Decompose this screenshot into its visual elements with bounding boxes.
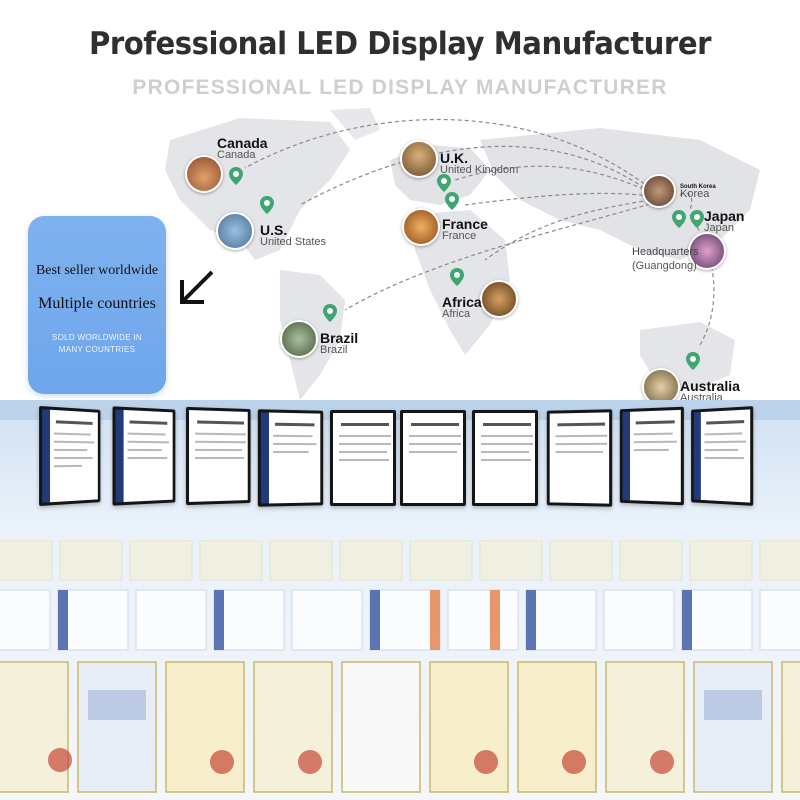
map-pin-icon <box>672 210 686 228</box>
location-label: Brazil Brazil <box>320 330 359 356</box>
africa-photo <box>480 280 518 318</box>
map-pin-icon <box>686 352 700 370</box>
certificate-card <box>400 410 466 506</box>
location-label: Canada Canada <box>217 135 268 161</box>
certificate-card <box>330 410 396 506</box>
map-pin-icon <box>450 268 464 286</box>
certificate-card <box>691 406 754 506</box>
canada-photo <box>185 155 223 193</box>
south-korea-photo <box>642 174 676 208</box>
location-markers: Canada Canada U.S. United States U.K. Un… <box>0 100 800 430</box>
france-photo <box>402 208 440 246</box>
promo-caption: SOLD WORLDWIDE IN MANY COUNTRIES <box>52 333 142 354</box>
map-pin-icon <box>437 174 451 192</box>
certificate-card <box>257 409 324 507</box>
certificate-card <box>472 410 538 506</box>
promo-subheadline: Multiple countries <box>38 295 156 312</box>
certificate-wall <box>0 400 800 800</box>
map-pin-icon <box>229 167 243 185</box>
map-pin-icon <box>260 196 274 214</box>
location-label: U.K. United Kingdom <box>440 150 519 176</box>
location-label: Headquarters (Guangdong) <box>632 246 699 272</box>
us-photo <box>216 212 254 250</box>
location-label: France France <box>442 216 488 242</box>
location-label: U.S. United States <box>260 222 327 248</box>
certificate-rows <box>0 540 800 793</box>
map-pin-icon <box>445 192 459 210</box>
map-pin-icon <box>690 210 704 228</box>
certificate-card <box>619 406 684 506</box>
uk-photo <box>400 140 438 178</box>
location-label: South Korea Korea <box>680 184 716 200</box>
location-label: Japan Japan <box>704 208 745 234</box>
australia-photo <box>642 368 680 406</box>
arrow-down-left-icon <box>180 270 214 304</box>
route-lines <box>244 118 715 346</box>
certificate-card <box>546 409 613 507</box>
certificate-card <box>39 405 101 507</box>
location-label: Africa Africa <box>442 294 482 320</box>
page-subtitle: PROFESSIONAL LED DISPLAY MANUFACTURER <box>132 76 668 99</box>
certificate-card <box>185 406 251 506</box>
promo-headline: Best seller worldwide <box>35 263 159 278</box>
promo-box: Best seller worldwide Multiple countries… <box>28 216 166 394</box>
japan-photo <box>688 232 726 270</box>
page-title: Professional LED Display Manufacturer <box>88 26 712 62</box>
brazil-photo <box>280 320 318 358</box>
map-pin-icon <box>323 304 337 322</box>
certificate-card <box>112 406 176 506</box>
